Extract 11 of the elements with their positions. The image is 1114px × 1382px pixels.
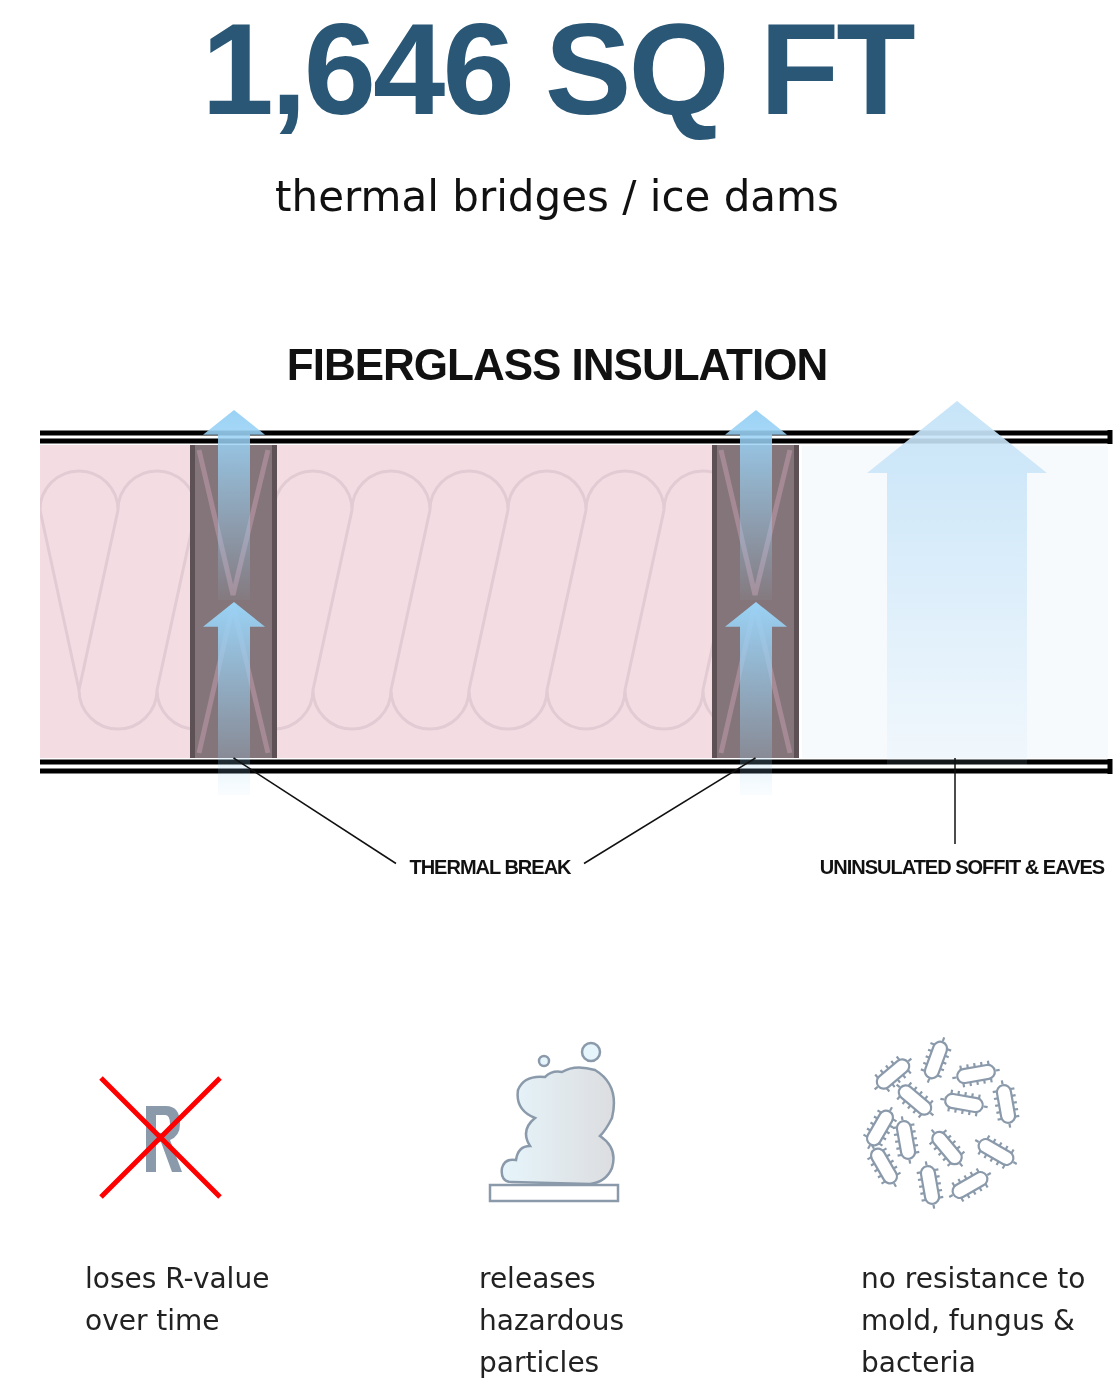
leader-line: [954, 757, 956, 845]
leader-line: [583, 757, 757, 865]
callout-label: THERMAL BREAK: [400, 856, 580, 879]
caption: releases hazardous particles: [479, 1261, 626, 1381]
caption: loses R-value over time: [85, 1261, 271, 1339]
callout-label: UNINSULATED SOFFIT & EAVES: [814, 856, 1110, 879]
caption: no resistance to mold, fungus & bacteria: [861, 1261, 1087, 1381]
section-heading: FIBERGLASS INSULATION: [285, 340, 829, 390]
subtitle: thermal bridges / ice dams: [274, 172, 840, 221]
headline: 1,646 SQ FT: [200, 0, 915, 144]
leader-line: [232, 757, 397, 865]
